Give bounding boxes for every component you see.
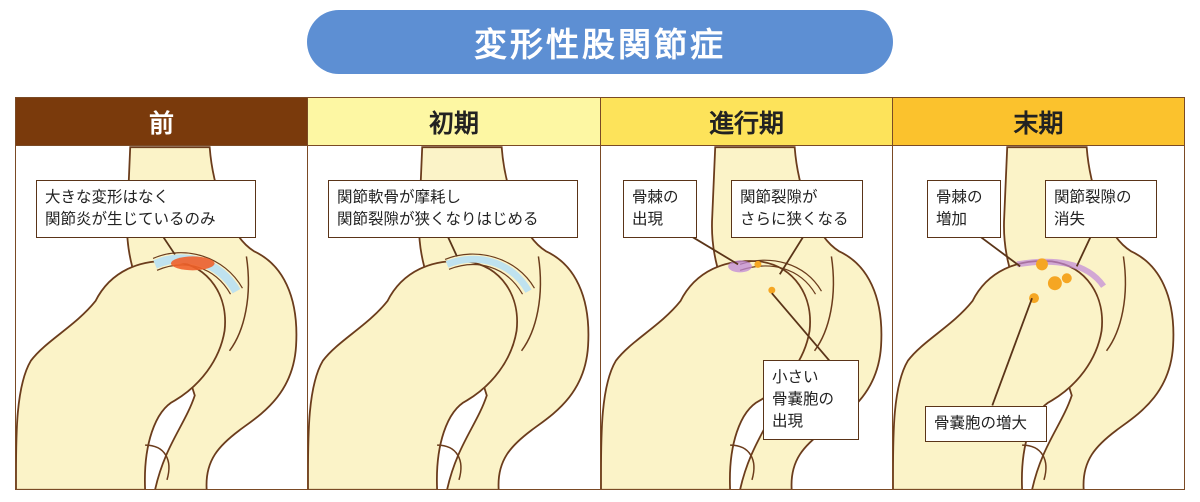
callout-inflammation: 大きな変形はなく 関節炎が生じているのみ <box>36 180 256 238</box>
callout-joint-space: 関節裂隙が さらに狭くなる <box>731 180 863 238</box>
callout-joint-space-loss: 関節裂隙の 消失 <box>1045 180 1157 238</box>
lesser-trochanter <box>145 444 170 481</box>
acetabulum-fossa <box>228 256 250 352</box>
lesser-trochanter <box>1022 444 1047 481</box>
bone-spur-mark <box>728 260 752 273</box>
cyst-mark <box>768 286 776 294</box>
callout-leader <box>771 292 831 362</box>
stage-panel-pre: 前 大きな変形はなく 関節炎が生じているのみ <box>15 97 308 490</box>
femur <box>601 260 811 489</box>
acetabulum-fossa <box>520 256 542 352</box>
acetabulum-fossa <box>813 256 835 352</box>
callout-leader <box>687 233 739 266</box>
stage-header-progressive: 進行期 <box>601 98 892 146</box>
stage-panel-progressive: 進行期 骨棘の 出現 関節裂隙が さらに狭くなる 小さい 骨嚢胞の 出現 <box>600 97 893 490</box>
callout-leader <box>1075 234 1093 267</box>
callout-cyst-enlargement: 骨嚢胞の増大 <box>925 406 1047 442</box>
inflammation-mark <box>170 256 215 271</box>
cartilage-layer <box>445 255 532 294</box>
lesser-trochanter <box>437 444 462 481</box>
stage-header-end: 末期 <box>893 98 1184 146</box>
callout-small-cyst: 小さい 骨嚢胞の 出現 <box>763 360 859 440</box>
callout-leader <box>779 234 806 275</box>
cyst-mark <box>1047 276 1062 291</box>
callout-bone-spur: 骨棘の 出現 <box>623 180 697 238</box>
stage-panel-end: 末期 骨棘の 増加 関節裂隙の 消失 骨嚢胞の増大 <box>892 97 1185 490</box>
stage-panel-early: 初期 関節軟骨が摩耗し 関節裂隙が狭くなりはじめる <box>307 97 601 490</box>
callout-leader <box>976 233 1021 268</box>
callout-bone-spur-increase: 骨棘の 増加 <box>927 180 1001 238</box>
callout-cartilage-wear: 関節軟骨が摩耗し 関節裂隙が狭くなりはじめる <box>328 180 578 238</box>
cyst-mark <box>1061 273 1072 284</box>
bone-spur-band <box>1016 258 1107 289</box>
lesser-trochanter <box>730 444 755 481</box>
callout-leader <box>991 297 1033 406</box>
stage-header-pre: 前 <box>16 98 307 146</box>
cartilage-outline <box>444 253 535 295</box>
cyst-mark <box>1036 258 1048 271</box>
stage-header-early: 初期 <box>308 98 600 146</box>
page-title: 変形性股関節症 <box>307 10 893 74</box>
cyst-mark <box>754 260 762 268</box>
acetabulum-fossa <box>1105 256 1127 352</box>
